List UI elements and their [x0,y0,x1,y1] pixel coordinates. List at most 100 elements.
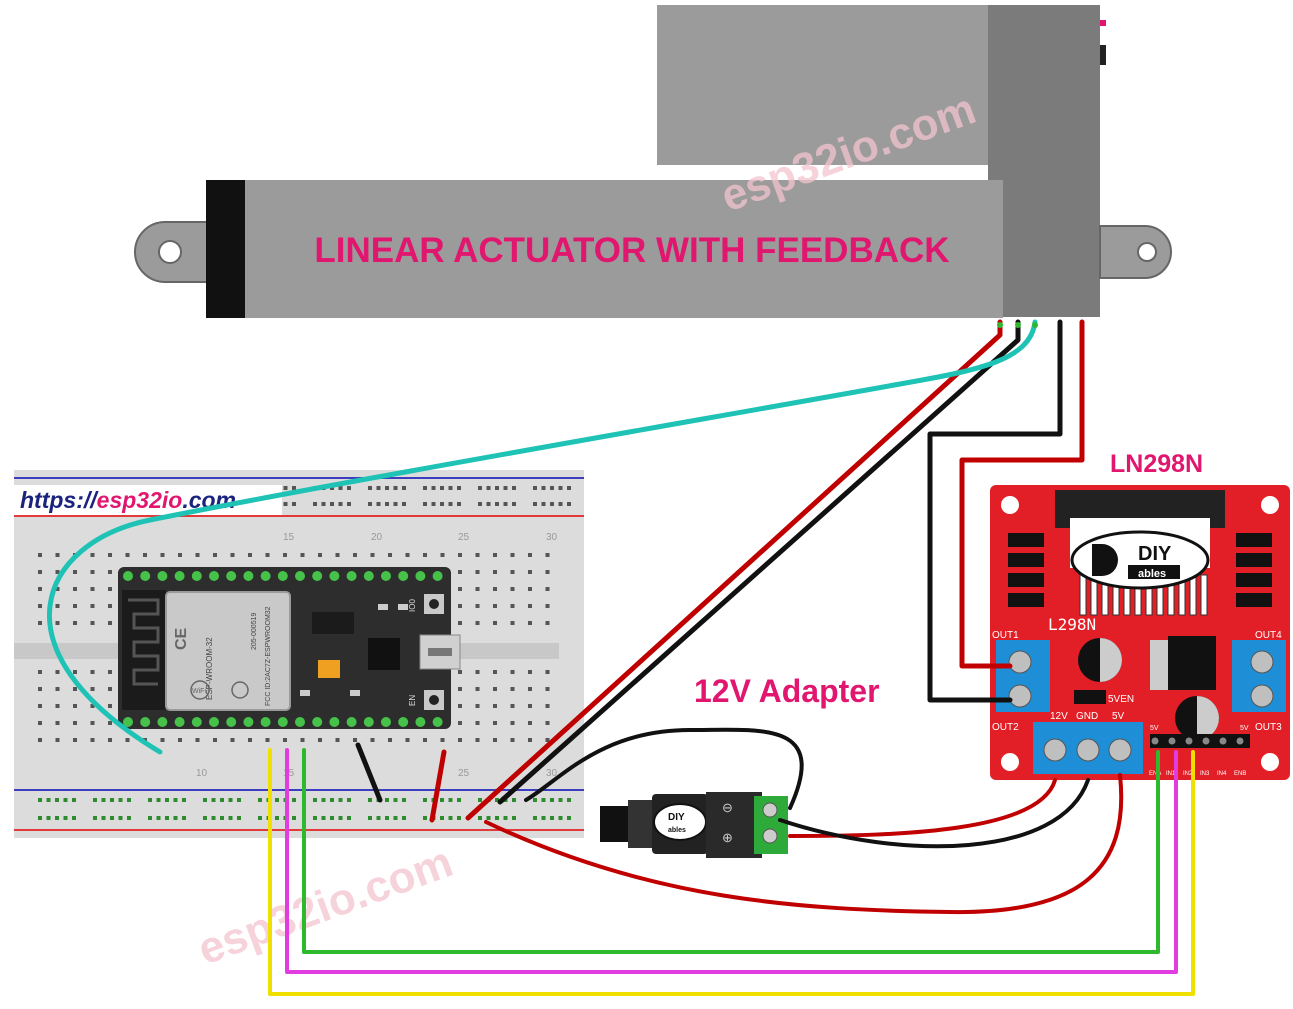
rail-hole [220,798,224,802]
tantalum-capacitor [318,660,340,678]
wire-adapter-red [788,778,1057,838]
gnd-label: GND [1076,711,1098,722]
breadboard-hole [55,721,60,725]
esp32-pin [260,717,271,727]
mount-hole [158,240,182,264]
col-number: 25 [458,532,470,543]
rail-hole [495,486,499,490]
wires [47,319,1195,996]
wire-control-magenta [285,748,1178,974]
esp32-pin [174,571,185,581]
breadboard-hole [160,738,165,742]
brand-bottom: ables [1138,568,1166,580]
rail-hole [431,502,436,506]
diodes [1008,533,1272,607]
breadboard-hole [528,570,532,574]
rail-hole [347,486,351,490]
module-name: ESP-WROOM-32 [205,637,214,700]
breadboard-hole [510,721,515,725]
rail-hole [220,816,224,820]
breadboard-hole [38,738,42,742]
breadboard-hole [545,553,550,557]
breadboard-hole [545,570,550,574]
rail-hole [478,816,482,820]
esp32-pin [157,717,168,727]
esp32-pin [140,571,151,581]
breadboard-hole [283,738,287,742]
breadboard-hole [370,738,375,742]
rail-hole [550,816,554,820]
actuator-label: LINEAR ACTUATOR WITH FEEDBACK [314,231,949,270]
rail-hole [203,816,207,820]
rail-hole [376,486,381,490]
esp32-pin [123,717,133,727]
regulator [1168,636,1216,690]
breadboard-hole [475,570,480,574]
rail-hole [347,502,351,506]
breadboard-hole [90,687,95,691]
breadboard-hole [55,570,60,574]
breadboard-hole [55,687,60,691]
rail-hole [385,816,389,820]
breadboard-hole [475,670,480,674]
breadboard-hole [510,621,515,625]
breadboard-hole [440,553,445,557]
breadboard-hole [38,587,42,591]
brand-top: DIY [1138,543,1172,565]
breadboard-hole [353,738,357,742]
breadboard-hole [528,704,532,708]
logic-pin [1168,737,1176,745]
breadboard-hole [528,587,532,591]
breadboard-hole [458,570,462,574]
breadboard-hole [108,670,112,674]
rail-hole [567,798,571,802]
breadboard-hole [125,553,130,557]
wire-control-yellow [268,748,1195,996]
breadboard-hole [458,621,462,625]
rail-hole [338,502,343,506]
breadboard-hole [213,553,217,557]
fcc-id: FCC ID:2AC7Z-ESPWROOM32 [265,606,272,706]
rail-hole [393,502,398,506]
rail-hole [292,816,296,820]
rail-hole [347,798,351,802]
breadboard-hole [38,553,42,557]
rail-hole [533,798,537,802]
esp32-pin [226,717,237,727]
rail-hole [448,502,453,506]
rail-hole [127,816,131,820]
wire-feedback-signal [47,319,1038,755]
rail-hole [228,816,233,820]
rail-hole [385,486,389,490]
rail-hole [448,798,453,802]
breadboard-hole [493,553,497,557]
rail-hole [38,798,42,802]
rail-hole [321,502,326,506]
diode [1236,573,1272,587]
rail-hole [423,486,427,490]
breadboard-hole [510,738,515,742]
breadboard-hole [475,687,480,691]
logic-pin-label: IN4 [1217,771,1227,777]
breadboard-hole [108,738,112,742]
breadboard-hole [90,570,95,574]
rail-hole [512,486,516,490]
breadboard-hole [493,604,497,608]
12v-label: 12V [1050,711,1068,722]
breadboard-hole [55,553,60,557]
rail-hole [478,486,482,490]
breadboard-hole [335,738,340,742]
breadboard-hole [493,687,497,691]
breadboard-hole [388,553,392,557]
out3-label: OUT3 [1255,722,1282,733]
breadboard-hole [143,553,147,557]
rail-hole [402,502,406,506]
rail-hole [478,502,482,506]
esp32-pin [346,717,357,727]
adapter-brand-top: DIY [668,812,685,823]
breadboard-hole [230,553,235,557]
rail-hole [503,486,508,490]
rail-hole [127,798,131,802]
esp32-pin [277,571,288,581]
breadboard-hole [458,687,462,691]
